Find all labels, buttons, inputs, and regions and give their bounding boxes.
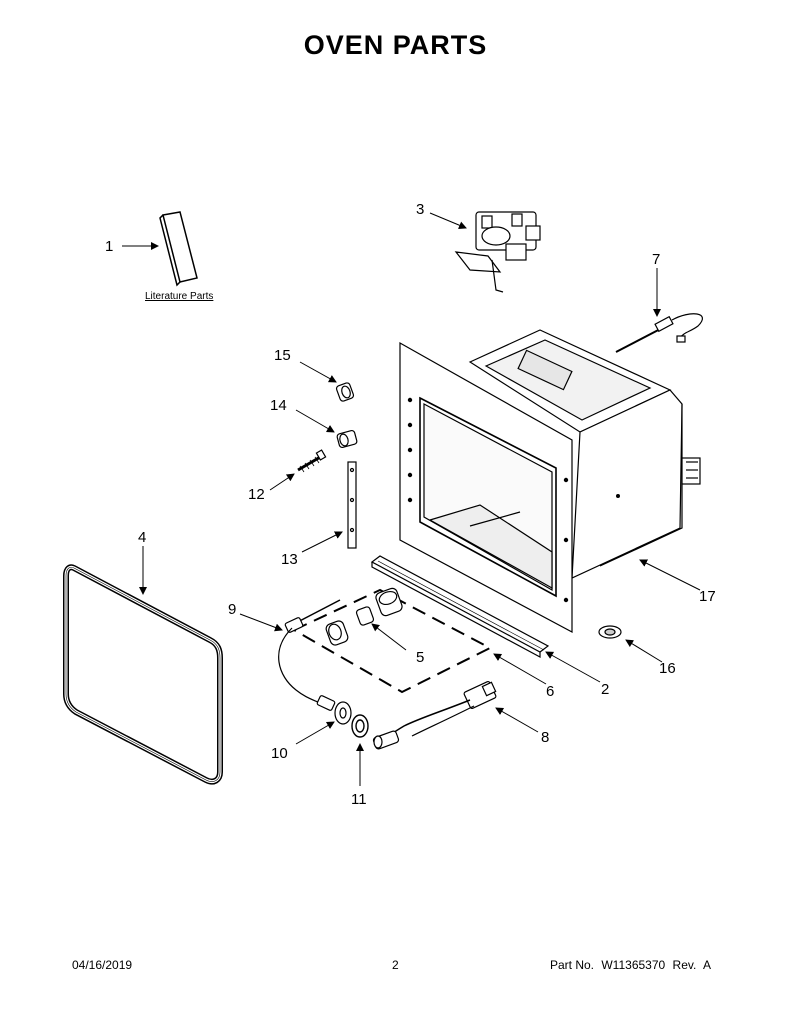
- hinge-strip-part-13[interactable]: [347, 461, 357, 549]
- callout-2[interactable]: 2: [601, 681, 609, 698]
- callout-8[interactable]: 8: [541, 729, 549, 746]
- callout-1[interactable]: 1: [105, 238, 113, 255]
- rev-value: A: [703, 958, 712, 972]
- bushing-part-14[interactable]: [336, 429, 358, 449]
- screw-part-12[interactable]: [297, 449, 327, 473]
- callout-12[interactable]: 12: [248, 486, 265, 503]
- callout-5[interactable]: 5: [416, 649, 424, 666]
- door-gasket[interactable]: [63, 564, 223, 785]
- switch-assembly-part-5[interactable]: [325, 587, 404, 646]
- callout-3[interactable]: 3: [416, 201, 424, 218]
- grommet-part-11[interactable]: [351, 714, 369, 738]
- footer-part-info: Part No. W11365370 Rev. A: [550, 958, 715, 972]
- lamp-ring-part-10[interactable]: [334, 701, 352, 725]
- oven-cavity[interactable]: [399, 329, 701, 634]
- callout-13[interactable]: 13: [281, 551, 298, 568]
- callout-15[interactable]: 15: [274, 347, 291, 364]
- oven-temperature-sensor[interactable]: [615, 313, 703, 353]
- part-label: Part No.: [550, 958, 595, 972]
- part-number: W11365370: [601, 958, 666, 972]
- footer-date: 04/16/2019: [72, 958, 133, 972]
- callout-6[interactable]: 6: [546, 683, 554, 700]
- knob-part-15[interactable]: [335, 382, 355, 402]
- callout-16[interactable]: 16: [659, 660, 676, 677]
- literature-booklet[interactable]: [159, 211, 198, 287]
- callout-14[interactable]: 14: [270, 397, 287, 414]
- callout-9[interactable]: 9: [228, 601, 236, 618]
- callout-11[interactable]: 11: [351, 791, 367, 808]
- bottom-trim-part-2[interactable]: [370, 555, 550, 659]
- footer-page-number: 2: [392, 958, 399, 972]
- rev-label: Rev.: [672, 958, 697, 972]
- thermostat-assembly[interactable]: [454, 211, 541, 293]
- grommet-part-16[interactable]: [598, 625, 622, 639]
- lamp-harness-part-8[interactable]: [372, 680, 497, 750]
- literature-parts-label[interactable]: Literature Parts: [145, 291, 213, 302]
- kit-outline-part-6: [291, 588, 493, 694]
- callout-7[interactable]: 7: [652, 251, 660, 268]
- callout-4[interactable]: 4: [138, 529, 146, 546]
- callout-17[interactable]: 17: [699, 588, 716, 605]
- callout-10[interactable]: 10: [271, 745, 288, 762]
- wire-harness-part-9[interactable]: [278, 599, 341, 711]
- page-title: OVEN PARTS: [303, 30, 488, 60]
